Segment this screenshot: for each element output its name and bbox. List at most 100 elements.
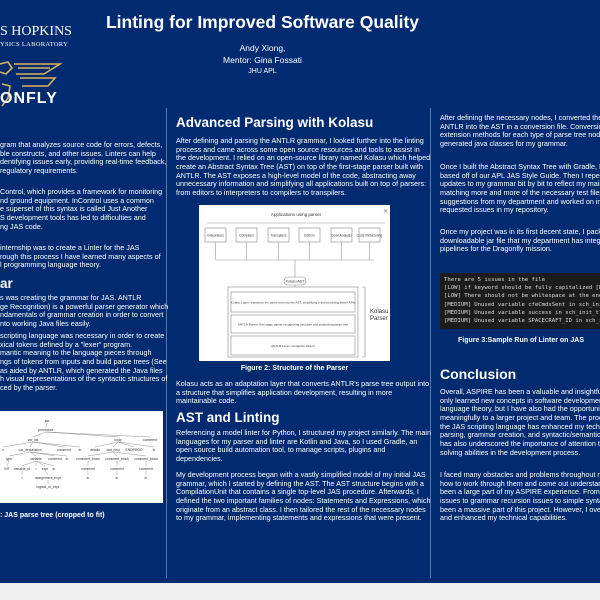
text-line: languages for my parser and linter are K…: [176, 436, 418, 446]
text-line: only learned new concepts in software de…: [440, 395, 600, 405]
text-line: suggestions from my department and worke…: [440, 196, 600, 206]
text-line: ANTLR. The AST exposes a high-level mode…: [176, 170, 416, 180]
text-line: scripting language was necessary in orde…: [0, 331, 165, 340]
logo-hopkins: S HOPKINS: [0, 24, 72, 39]
tree-node: comment: [57, 448, 71, 452]
text-line: been a massive part of this project. How…: [440, 504, 600, 514]
tree-node: ln: [145, 476, 148, 480]
text-line: After defining and parsing the ANTLR gra…: [176, 136, 424, 145]
poster: S HOPKINS YSICS LABORATORY ONFLY Linting…: [0, 0, 600, 583]
tree-node: comment_block: [76, 457, 100, 461]
tree-node: variable: [30, 457, 42, 461]
text-line: ble constructs, and other issues. Linter…: [0, 148, 156, 158]
tree-node: logical_or_expr: [37, 485, 61, 489]
text-line: [MEDIUM] Unused variable cfeCmdsSent in …: [444, 301, 600, 308]
text-line: requested issues in my repository.: [440, 205, 549, 215]
text-line: solving abilities in the development pro…: [440, 447, 581, 457]
tree-node: var_list: [28, 438, 39, 442]
tree-node: I: [22, 476, 23, 480]
kolasu-parser-label: Kolasu Parser: [370, 309, 390, 323]
text-line: downloadable jar file that my department…: [440, 235, 600, 245]
tree-node: procedure: [38, 428, 53, 432]
text-line: e superset of this syntax is called Just…: [0, 204, 148, 214]
text-line: s was creating the grammar for JAS. ANTL…: [0, 293, 142, 302]
kolasu-ast-label: Kolasu AST: [286, 280, 306, 284]
text-line: from editors to interpreters to compiler…: [176, 187, 347, 197]
text-line: ndamentals of grammar creation in order …: [0, 310, 164, 320]
app-label: Transpilers: [270, 234, 287, 238]
app-label: Compilers: [239, 234, 254, 238]
tree-node: ln: [53, 467, 56, 471]
ast-linting-text: Referencing a model linter for Python, I…: [176, 428, 431, 464]
app-label: Editors: [304, 234, 315, 238]
text-line: Once I built the Abstract Syntax Tree wi…: [440, 162, 600, 171]
close-icon: ✕: [383, 209, 388, 215]
layer-label: ANTLR Lexer: recognize tokens: [271, 344, 315, 348]
apps-label: Applications using parser: [271, 212, 322, 217]
text-line: how to work through them and come out un…: [440, 478, 600, 488]
tree-node: ln: [66, 457, 69, 461]
tree-node: =: [35, 467, 37, 471]
tree-node: ln: [79, 448, 82, 452]
tree-node: comment: [81, 467, 95, 471]
linter-output-terminal: There are 5 issues in the file[LOW] if k…: [440, 273, 600, 329]
text-line: ngs of tokens from inputs and build pars…: [0, 356, 167, 366]
bracket: [362, 286, 366, 358]
text-line: I faced many obstacles and problems thro…: [440, 470, 600, 479]
tree-node: jas: [44, 419, 50, 423]
text-line: language theory, but I have also had the…: [440, 404, 600, 414]
text-line: gram that analyzes source code for error…: [0, 140, 163, 149]
text-line: meaningfully to a larger project and tea…: [440, 412, 600, 422]
text-line: After defining the necessary nodes, I co…: [440, 113, 600, 122]
text-line: has also underscored the importance of a…: [440, 438, 600, 448]
tree-node: comment: [139, 467, 153, 471]
text-line: nd ground equipment. InControl uses a co…: [0, 195, 154, 205]
goal-text: internship was to create a Linter for th…: [0, 243, 161, 270]
text-line: the JAS scripting language has enhanced …: [440, 421, 600, 431]
tree-node: comment: [48, 457, 62, 461]
conclusion-heading: Conclusion: [440, 366, 517, 382]
tree-node: comment: [110, 467, 124, 471]
text-line: issues to grammar recursion issues to si…: [440, 495, 600, 505]
text-line: mantic meaning to the language pieces th…: [0, 348, 152, 358]
column-divider: [430, 108, 431, 578]
layer-box: [230, 335, 356, 356]
text-line: Control, which provides a framework for …: [0, 187, 163, 196]
tree-node: comment_block: [134, 457, 158, 461]
dragonfly-logo-icon: ONFLY: [0, 61, 63, 107]
text-line: process and came across some open source…: [176, 144, 420, 154]
text-line: defined the two important families of no…: [176, 495, 431, 505]
obstacles-text: I faced many obstacles and problems thro…: [440, 470, 600, 523]
text-line: updates to my grammar bit by bit to refl…: [440, 179, 600, 189]
text-line: and enhanced my technical capabilities.: [440, 513, 568, 523]
jhu-apl-logo: S HOPKINS YSICS LABORATORY: [0, 24, 72, 48]
author: Andy Xiong,: [239, 43, 286, 53]
text-line: parsing, grammar creation, and syntactic…: [440, 430, 600, 440]
text-line: [LOW] There should not be whitespace at …: [444, 293, 600, 300]
layer-label: Kolasu Layer: transform the parse tree i…: [231, 300, 356, 304]
text-line: xical tokens defined by a "lexer" progra…: [0, 339, 133, 349]
text-line: originate from an abstract class. I then…: [176, 504, 426, 514]
figure3-caption: Figure 3:Sample Run of Linter on JAS: [458, 337, 585, 344]
tree-node: type: [6, 457, 13, 461]
tree-node: assignment_expr: [35, 476, 62, 480]
mentor: Mentor: Gina Fossati: [223, 55, 302, 65]
text-line: create an Abstract Syntax Tree (AST) on …: [176, 161, 423, 171]
text-line: dentifying issues early, providing real-…: [0, 157, 167, 167]
text-line: Referencing a model linter for Python, I…: [176, 428, 431, 437]
tree-node: s: [2, 448, 4, 452]
text-line: There are 5 issues in the file: [444, 277, 546, 283]
text-line: maintainable code.: [176, 396, 237, 406]
text-line: unnecessary information and simplifying …: [176, 179, 427, 189]
text-line: Kolasu acts as an adaptation layer that …: [176, 379, 430, 388]
tree-node: comment_block: [105, 457, 129, 461]
text-line: extension methods for each type of parse…: [440, 130, 600, 140]
tree-node: body: [114, 438, 122, 442]
text-line: the development. I relied on an open-sou…: [176, 153, 431, 163]
lexer-text: scripting language was necessary in orde…: [0, 331, 167, 393]
text-line: grammar, which I started by defining the…: [176, 478, 424, 488]
text-line: dependencies.: [176, 453, 223, 463]
text-line: based off of our APL JAS Style Guide. Th…: [440, 170, 600, 180]
kolasu-text: After defining and parsing the ANTLR gra…: [176, 136, 431, 198]
